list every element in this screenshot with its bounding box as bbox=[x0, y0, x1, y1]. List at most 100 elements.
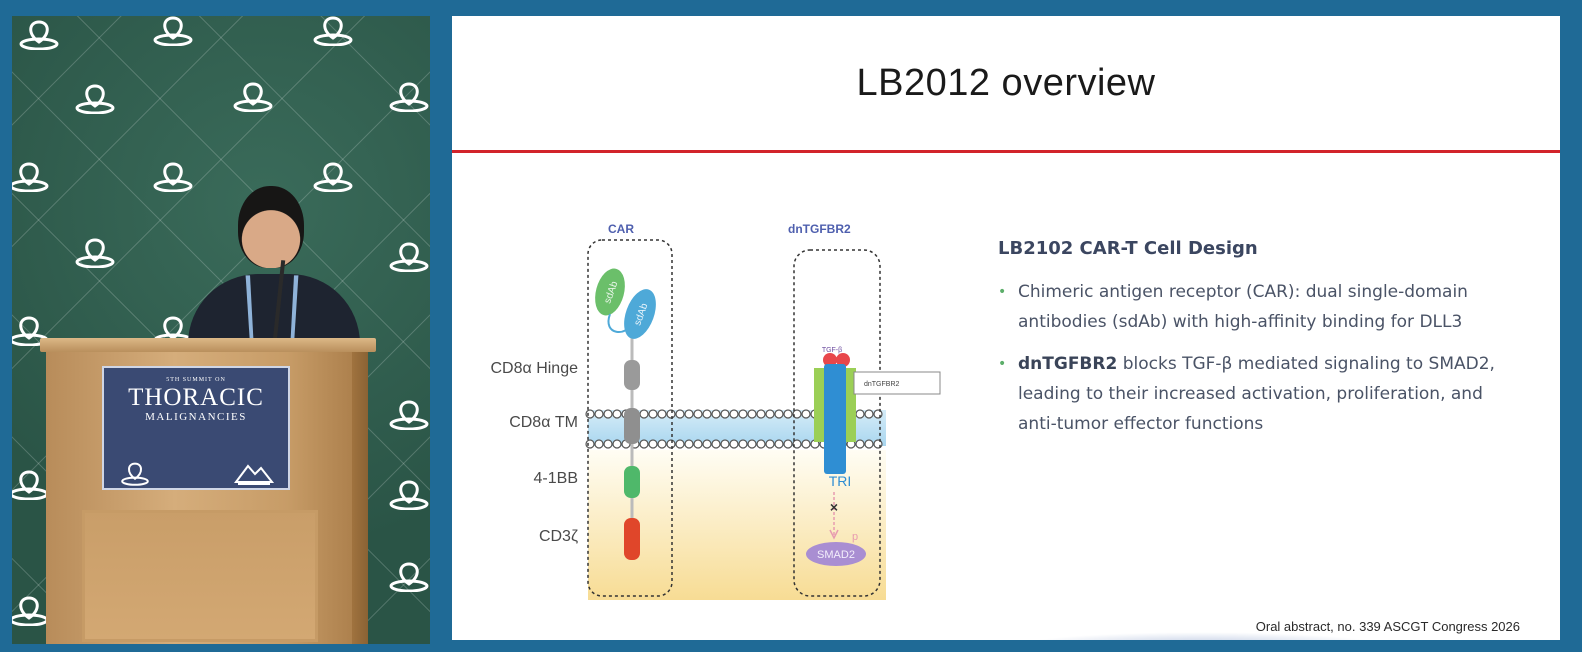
bullet-text: blocks TGF-β mediated signaling to SMAD2… bbox=[1018, 354, 1495, 434]
hinge-domain bbox=[624, 360, 640, 390]
cd8a-hinge-label: CD8α Hinge bbox=[490, 360, 578, 377]
lipid-head bbox=[774, 439, 784, 449]
lipid-head bbox=[855, 409, 865, 419]
lipid-head bbox=[684, 409, 694, 419]
drop-pin-logo-icon bbox=[313, 162, 353, 192]
drop-pin-logo-icon bbox=[153, 162, 193, 192]
lipid-head bbox=[729, 439, 739, 449]
lipid-head bbox=[711, 409, 721, 419]
block-x-mark: × bbox=[830, 499, 838, 515]
lipid-head bbox=[639, 439, 649, 449]
drop-pin-logo-icon bbox=[121, 462, 149, 486]
cd8a-tm-label: CD8α TM bbox=[509, 414, 578, 431]
lipid-head bbox=[702, 439, 712, 449]
slide-title: LB2012 overview bbox=[856, 62, 1156, 104]
lipid-head bbox=[639, 409, 649, 419]
drop-pin-logo-icon bbox=[19, 20, 59, 50]
lipid-head bbox=[711, 439, 721, 449]
4-1bb-label: 4-1BB bbox=[533, 470, 578, 487]
smad2-label: SMAD2 bbox=[817, 549, 855, 561]
drop-pin-logo-icon bbox=[389, 480, 429, 510]
lipid-head bbox=[657, 439, 667, 449]
tgf-beta-label: TGF-β bbox=[822, 347, 842, 354]
lipid-head bbox=[738, 409, 748, 419]
lipid-head bbox=[594, 409, 604, 419]
podium-sign: 5TH SUMMIT ON THORACIC MALIGNANCIES bbox=[102, 366, 290, 490]
lipid-head bbox=[702, 409, 712, 419]
lipid-head bbox=[747, 439, 757, 449]
lipid-head bbox=[765, 439, 775, 449]
drop-pin-logo-icon bbox=[389, 82, 429, 112]
drop-pin-logo-icon bbox=[12, 162, 49, 192]
lipid-head bbox=[783, 439, 793, 449]
design-text: LB2102 CAR-T Cell Design • Chimeric anti… bbox=[998, 238, 1518, 451]
lipid-head bbox=[585, 439, 595, 449]
lipid-head bbox=[720, 439, 730, 449]
car-column-header: CAR bbox=[608, 222, 634, 236]
title-divider bbox=[452, 150, 1560, 153]
lipid-head bbox=[756, 409, 766, 419]
lipid-head bbox=[873, 439, 883, 449]
lipid-head bbox=[792, 439, 802, 449]
lipid-head bbox=[855, 439, 865, 449]
lipid-head bbox=[675, 409, 685, 419]
tri-label: TRI bbox=[829, 473, 852, 489]
diagram-graphic: sdAb sdAb TGF-β dnTGFBR2 TRI × bbox=[585, 239, 941, 600]
lipid-head bbox=[756, 439, 766, 449]
design-heading: LB2102 CAR-T Cell Design bbox=[998, 238, 1258, 259]
lipid-head bbox=[612, 409, 622, 419]
speaker-head bbox=[238, 186, 304, 268]
sdab-domain-2: sdAb bbox=[624, 289, 656, 339]
bullet-item: • Chimeric antigen receptor (CAR): dual … bbox=[998, 277, 1518, 337]
lipid-head bbox=[585, 409, 595, 419]
dntgfbr2-column-header: dnTGFBR2 bbox=[788, 222, 851, 236]
bullet-item: • dnTGFBR2 blocks TGF-β mediated signali… bbox=[998, 349, 1518, 439]
drop-pin-logo-icon bbox=[153, 16, 193, 46]
speaker-video: 5TH SUMMIT ON THORACIC MALIGNANCIES bbox=[12, 16, 430, 644]
tm-domain bbox=[624, 408, 640, 444]
drop-pin-logo-icon bbox=[389, 400, 429, 430]
phospho-label: p bbox=[852, 531, 858, 543]
lipid-head bbox=[648, 439, 658, 449]
cd3z-label: CD3ζ bbox=[538, 528, 578, 545]
lipid-head bbox=[801, 409, 811, 419]
lipid-head bbox=[765, 409, 775, 419]
overlay-shadow bbox=[1012, 632, 1392, 640]
cd3z-domain bbox=[624, 518, 640, 560]
sign-title: THORACIC bbox=[128, 384, 264, 411]
podium-side bbox=[352, 346, 368, 644]
lipid-head bbox=[684, 439, 694, 449]
podium-panel bbox=[82, 510, 318, 642]
lipid-head bbox=[720, 409, 730, 419]
lipid-head bbox=[801, 439, 811, 449]
sign-subtitle: MALIGNANCIES bbox=[145, 411, 247, 423]
lipid-head bbox=[693, 409, 703, 419]
lipid-head bbox=[612, 439, 622, 449]
lipid-head bbox=[747, 409, 757, 419]
mountain-logo-icon bbox=[234, 464, 274, 485]
drop-pin-logo-icon bbox=[12, 596, 49, 626]
lipid-head bbox=[693, 439, 703, 449]
lipid-head bbox=[783, 409, 793, 419]
lipid-head bbox=[666, 409, 676, 419]
drop-pin-logo-icon bbox=[389, 562, 429, 592]
lipid-head bbox=[738, 439, 748, 449]
sign-small-text: 5TH SUMMIT ON bbox=[166, 377, 226, 383]
lipid-head bbox=[648, 409, 658, 419]
bullet-dot-icon: • bbox=[998, 284, 1007, 300]
lipid-head bbox=[864, 409, 874, 419]
lipid-head bbox=[666, 439, 676, 449]
presentation-slide: LB2012 overview bbox=[452, 16, 1560, 640]
lipid-head bbox=[603, 409, 613, 419]
bullet-lead-text: dnTGFBR2 bbox=[1018, 354, 1118, 374]
drop-pin-logo-icon bbox=[12, 470, 49, 500]
sdab-domain-1: sdAb bbox=[595, 268, 625, 316]
lipid-head bbox=[729, 409, 739, 419]
dntgfbr2-box-label: dnTGFBR2 bbox=[864, 381, 900, 388]
bullet-text: Chimeric antigen receptor (CAR): dual si… bbox=[1018, 282, 1468, 332]
drop-pin-logo-icon bbox=[75, 238, 115, 268]
drop-pin-logo-icon bbox=[233, 82, 273, 112]
lanyard bbox=[245, 275, 299, 345]
4-1bb-domain bbox=[624, 466, 640, 498]
bullet-dot-icon: • bbox=[998, 356, 1007, 372]
